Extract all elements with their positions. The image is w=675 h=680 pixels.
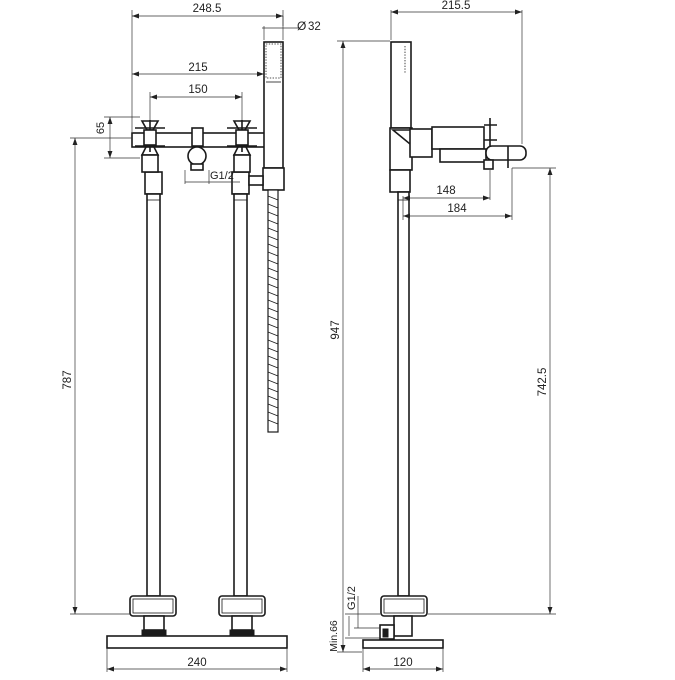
dim-215-label: 215	[188, 62, 207, 74]
shower-hose	[267, 189, 279, 433]
side-hand-shower	[389, 41, 413, 171]
dim-184-label: 184	[447, 203, 467, 215]
dim-outer-width: 215	[132, 62, 264, 77]
side-mixer-body	[390, 118, 527, 170]
dim-min-clearance: Min.66	[328, 613, 380, 652]
dim-total-height: 947	[330, 40, 390, 653]
dim-overall-width: 248.5	[131, 3, 284, 132]
dim-150-label: 150	[188, 84, 207, 96]
hand-shower	[262, 41, 285, 191]
dim-min66-label: Min.66	[328, 620, 340, 652]
dim-65-label: 65	[95, 122, 107, 134]
side-supply-pipe	[389, 169, 411, 597]
dim-787-label: 787	[62, 370, 74, 389]
front-base-plate	[106, 635, 288, 649]
dim-742-5-label: 742.5	[537, 368, 549, 397]
shower-connector	[248, 175, 264, 186]
dim-inlet-connection: G1/2	[346, 586, 380, 629]
left-floor-flange	[129, 595, 177, 637]
dim-side-depth: 215.5	[390, 0, 523, 144]
right-supply-pipe	[231, 171, 250, 597]
dim-connection: G1/2	[184, 170, 240, 184]
dim-height-787: 787	[62, 137, 132, 615]
dim-handle-height: 65	[95, 116, 140, 159]
dim-120-label: 120	[393, 657, 412, 669]
front-view: 248.5 Ø 32 215 150 65	[62, 3, 321, 672]
left-cross-handle	[135, 120, 165, 173]
dim-240-label: 240	[187, 657, 206, 669]
left-supply-pipe	[144, 171, 163, 597]
dim-248-5-label: 248.5	[193, 3, 222, 15]
side-base-plate	[362, 639, 444, 649]
dim-spout-reach-148: 148	[402, 170, 491, 220]
dim-spout-height: 742.5	[428, 167, 556, 615]
right-cross-handle	[227, 120, 257, 173]
right-floor-flange	[218, 595, 266, 637]
dim-215-5-label: 215.5	[442, 0, 471, 12]
dim-g12-side-label: G1/2	[346, 586, 358, 610]
spout	[187, 127, 207, 171]
dim-947-label: 947	[330, 320, 342, 339]
dim-base-width: 240	[106, 648, 288, 672]
dim-spout-reach-184: 184	[403, 168, 513, 220]
dim-shower-diameter: Ø 32	[262, 16, 321, 40]
dim-g12-label: G1/2	[210, 170, 234, 182]
dim-148-label: 148	[436, 185, 455, 197]
side-view: 215.5 947 148 184 742.5	[328, 0, 556, 672]
dim-32-label: 32	[308, 21, 321, 33]
diameter-symbol: Ø	[297, 19, 306, 33]
dim-center-distance: 150	[149, 84, 243, 120]
side-floor-flange	[379, 595, 428, 640]
dim-base-depth: 120	[362, 648, 444, 672]
